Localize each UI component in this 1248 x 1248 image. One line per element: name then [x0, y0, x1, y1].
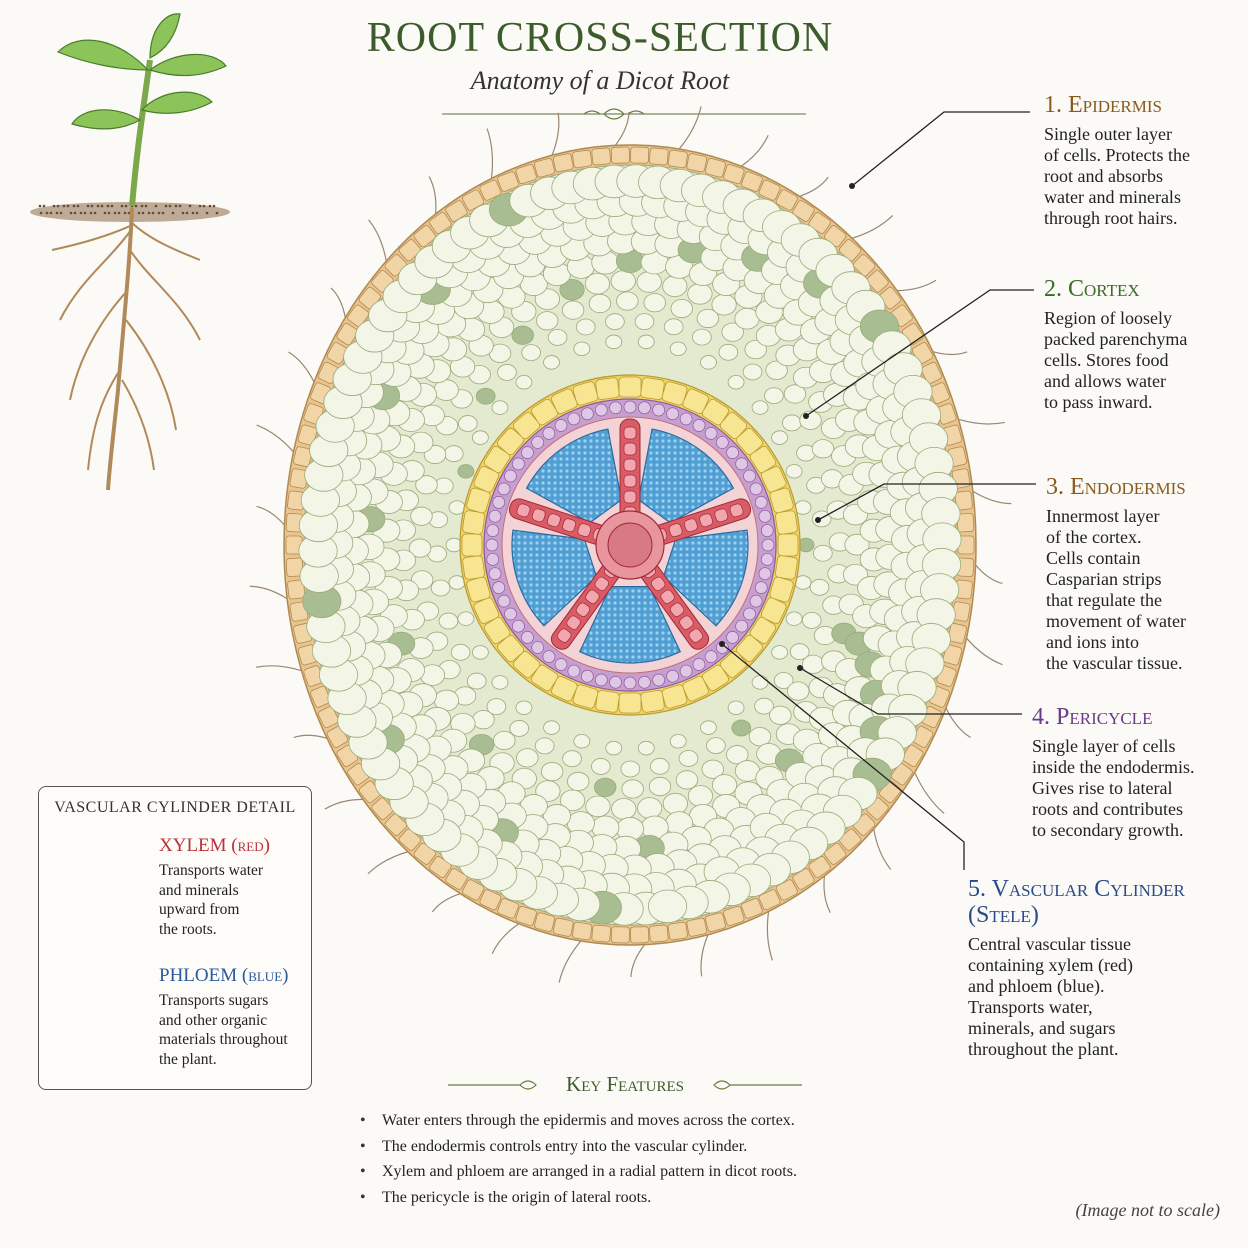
phloem-wedge: [637, 428, 735, 524]
desc-line: Single outer layer: [1044, 124, 1172, 144]
legend-xylem-desc: Transports water and minerals upward fro…: [159, 861, 309, 939]
label-vascular-desc: Central vascular tissue containing xylem…: [968, 934, 1185, 1060]
desc-line: Single layer of cells: [1032, 736, 1176, 756]
page-title: ROOT CROSS-SECTION: [366, 15, 834, 61]
desc-line: Innermost layer: [1046, 506, 1160, 526]
desc-line: materials throughout: [159, 1031, 288, 1048]
desc-line: and ions into: [1046, 632, 1139, 652]
label-cortex-title: 2. Cortex: [1044, 276, 1140, 302]
label-vascular-cylinder: 5. Vascular Cylinder (Stele) Central vas…: [968, 876, 1185, 1060]
label-endodermis-title: 3. Endodermis: [1046, 474, 1186, 500]
key-feature-item: Water enters through the epidermis and m…: [356, 1108, 797, 1134]
legend-phloem-desc: Transports sugars and other organic mate…: [159, 991, 309, 1069]
desc-line: through root hairs.: [1044, 208, 1178, 228]
desc-line: root and absorbs: [1044, 166, 1163, 186]
desc-line: Cells contain: [1046, 548, 1141, 568]
leader-pericycle: [799, 667, 1022, 715]
desc-line: packed parenchyma: [1044, 329, 1188, 349]
desc-line: inside the endodermis.: [1032, 757, 1195, 777]
page-subtitle: Anatomy of a Dicot Root: [470, 66, 730, 95]
label-endodermis-desc: Innermost layer of the cortex. Cells con…: [1046, 506, 1186, 674]
phloem-wedge: [525, 428, 623, 524]
desc-line: and other organic: [159, 1011, 268, 1029]
phloem-wedge: [578, 586, 682, 664]
xylem-arm: [619, 418, 641, 526]
desc-line: Region of loosely: [1044, 308, 1172, 328]
leader-stele: [721, 643, 965, 870]
desc-line: movement of water: [1046, 611, 1186, 631]
title-line: (Stele): [968, 902, 1039, 928]
key-features-list: Water enters through the epidermis and m…: [356, 1108, 797, 1210]
phloem-wedge: [511, 529, 598, 627]
label-epidermis-title: 1. Epidermis: [1044, 92, 1163, 118]
title-divider: [442, 108, 806, 120]
desc-line: Central vascular tissue: [968, 934, 1131, 954]
leader-lines: [721, 111, 1036, 870]
desc-line: of the cortex.: [1046, 527, 1142, 547]
desc-line: containing xylem (red): [968, 955, 1133, 975]
desc-line: the roots.: [159, 920, 217, 938]
seedling-illustration: [30, 13, 230, 491]
label-cortex-desc: Region of loosely packed parenchyma cell…: [1044, 308, 1187, 413]
desc-line: the vascular tissue.: [1046, 653, 1183, 673]
title-line: 5. Vascular Cylinder: [968, 876, 1185, 902]
leader-dots: [719, 183, 855, 671]
desc-line: Casparian strips: [1046, 569, 1162, 589]
desc-line: to pass inward.: [1044, 392, 1153, 412]
xylem-arm: [550, 558, 624, 650]
key-feature-item: The pericycle is the origin of lateral r…: [356, 1185, 797, 1211]
desc-line: Transports water: [159, 862, 264, 879]
key-feature-item: The endodermis controls entry into the v…: [356, 1134, 797, 1160]
desc-line: of cells. Protects the: [1044, 145, 1190, 165]
desc-line: throughout the plant.: [968, 1039, 1119, 1059]
desc-line: and allows water: [1044, 371, 1166, 391]
label-pericycle-desc: Single layer of cells inside the endoder…: [1032, 736, 1194, 841]
desc-line: cells. Stores food: [1044, 350, 1169, 370]
label-cortex: 2. Cortex Region of loosely packed paren…: [1044, 276, 1187, 413]
desc-line: Transports sugars: [159, 992, 269, 1009]
label-pericycle: 4. Pericycle Single layer of cells insid…: [1032, 704, 1194, 841]
desc-line: Transports water,: [968, 997, 1093, 1017]
legend-heading: VASCULAR CYLINDER DETAIL: [54, 799, 296, 816]
desc-line: minerals, and sugars: [968, 1018, 1116, 1038]
label-endodermis: 3. Endodermis Innermost layer of the cor…: [1046, 474, 1186, 674]
legend-xylem-name: XYLEM (red): [159, 835, 270, 856]
desc-line: water and minerals: [1044, 187, 1181, 207]
phloem-wedge: [662, 529, 749, 627]
leader-epidermis: [851, 111, 1030, 187]
desc-line: that regulate the: [1046, 590, 1162, 610]
key-features-ornament: [448, 1080, 802, 1090]
desc-line: roots and contributes: [1032, 799, 1183, 819]
desc-line: and phloem (blue).: [968, 976, 1105, 996]
desc-line: and minerals: [159, 881, 239, 899]
desc-line: to secondary growth.: [1032, 820, 1184, 840]
root-hairs: [249, 106, 1012, 983]
desc-line: upward from: [159, 901, 240, 918]
label-pericycle-title: 4. Pericycle: [1032, 704, 1153, 730]
legend-phloem-name: PHLOEM (blue): [159, 965, 289, 986]
key-feature-item: Xylem and phloem are arranged in a radia…: [356, 1159, 797, 1185]
desc-line: the plant.: [159, 1050, 217, 1068]
vascular-cylinder: [508, 418, 752, 664]
desc-line: Gives rise to lateral: [1032, 778, 1173, 798]
leader-endodermis: [817, 483, 1036, 521]
key-features-title: Key Features: [566, 1072, 684, 1096]
scale-note: (Image not to scale): [1075, 1200, 1220, 1220]
label-epidermis: 1. Epidermis Single outer layer of cells…: [1044, 92, 1190, 229]
label-epidermis-desc: Single outer layer of cells. Protects th…: [1044, 124, 1190, 229]
vascular-cylinder-legend: VASCULAR CYLINDER DETAIL XYLEM (red) Tra…: [38, 786, 312, 1090]
leader-cortex: [805, 289, 1034, 417]
label-vascular-title: 5. Vascular Cylinder (Stele): [968, 876, 1185, 928]
